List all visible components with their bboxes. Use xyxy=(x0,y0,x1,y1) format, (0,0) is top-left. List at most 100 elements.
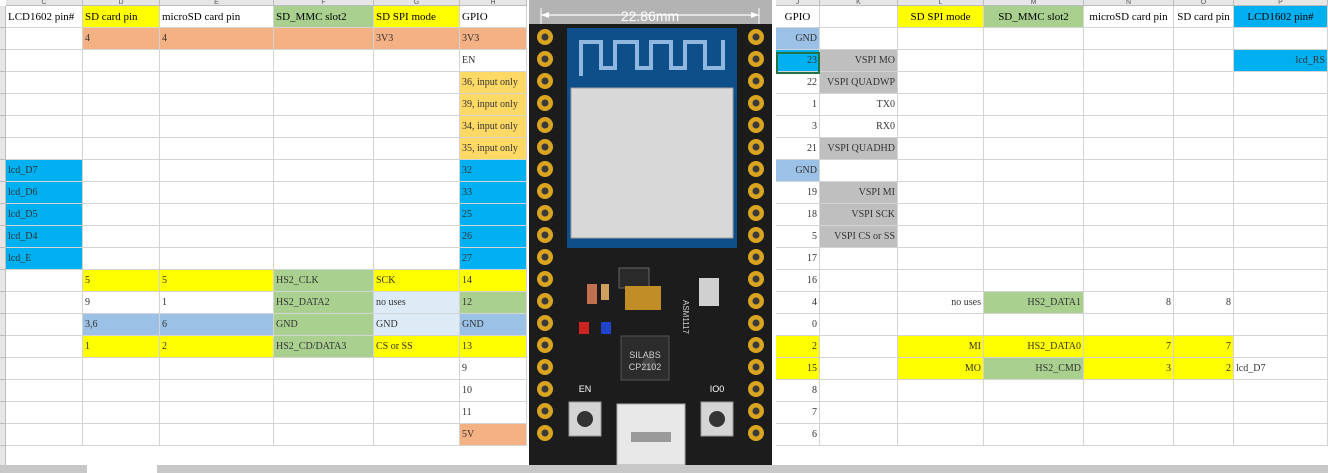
right-table-cell[interactable]: 3 xyxy=(1084,358,1174,380)
right-table-cell[interactable]: 16 xyxy=(776,270,820,292)
right-header-cell[interactable]: GPIO xyxy=(776,6,820,28)
left-table-cell[interactable]: 1 xyxy=(160,292,274,314)
right-table-cell[interactable] xyxy=(1084,94,1174,116)
row-header[interactable] xyxy=(0,182,6,204)
left-table-cell[interactable] xyxy=(6,270,83,292)
right-header-cell[interactable]: microSD card pin xyxy=(1084,6,1174,28)
right-table-cell[interactable]: VSPI SCK xyxy=(820,204,898,226)
left-table-cell[interactable] xyxy=(274,380,374,402)
row-header[interactable] xyxy=(0,380,6,402)
right-table-cell[interactable] xyxy=(820,160,898,182)
right-table-cell[interactable]: 7 xyxy=(1084,336,1174,358)
right-table-cell[interactable]: lcd_RS xyxy=(1234,50,1328,72)
column-letter-f[interactable]: F xyxy=(274,0,374,6)
right-table-cell[interactable]: 23 xyxy=(776,50,820,72)
left-table-cell[interactable]: 3V3 xyxy=(374,28,460,50)
right-table-cell[interactable] xyxy=(1234,226,1328,248)
right-table-cell[interactable] xyxy=(1084,402,1174,424)
row-header[interactable] xyxy=(0,314,6,336)
left-table-cell[interactable]: GND xyxy=(374,314,460,336)
row-header[interactable] xyxy=(0,402,6,424)
right-table-cell[interactable] xyxy=(984,314,1084,336)
right-table-cell[interactable] xyxy=(820,270,898,292)
row-header[interactable] xyxy=(0,336,6,358)
left-table-cell[interactable] xyxy=(6,116,83,138)
row-header[interactable] xyxy=(0,248,6,270)
right-table-cell[interactable] xyxy=(898,160,984,182)
left-table-cell[interactable] xyxy=(6,314,83,336)
right-table-cell[interactable]: MO xyxy=(898,358,984,380)
right-table-cell[interactable]: HS2_DATA0 xyxy=(984,336,1084,358)
left-table-cell[interactable] xyxy=(274,204,374,226)
right-table-cell[interactable]: 5 xyxy=(776,226,820,248)
right-table-cell[interactable] xyxy=(820,28,898,50)
right-table-cell[interactable] xyxy=(1234,424,1328,446)
left-table-cell[interactable]: GND xyxy=(460,314,527,336)
right-table-cell[interactable] xyxy=(898,138,984,160)
left-table-cell[interactable]: 34, input only xyxy=(460,116,527,138)
row-header[interactable] xyxy=(0,424,6,446)
left-table-cell[interactable] xyxy=(160,204,274,226)
right-table-cell[interactable]: HS2_CMD xyxy=(984,358,1084,380)
row-header[interactable] xyxy=(0,270,6,292)
right-table-cell[interactable]: 1 xyxy=(776,94,820,116)
left-table-cell[interactable] xyxy=(374,380,460,402)
right-table-cell[interactable]: 7 xyxy=(1174,336,1234,358)
left-table-cell[interactable] xyxy=(274,50,374,72)
left-table-cell[interactable] xyxy=(160,248,274,270)
right-table-cell[interactable] xyxy=(1084,138,1174,160)
right-table-cell[interactable] xyxy=(1234,402,1328,424)
left-header-cell[interactable]: GPIO xyxy=(460,6,527,28)
row-header[interactable] xyxy=(0,138,6,160)
left-table-cell[interactable]: HS2_CD/DATA3 xyxy=(274,336,374,358)
left-table-cell[interactable]: 4 xyxy=(83,28,160,50)
left-table-cell[interactable] xyxy=(6,424,83,446)
row-header[interactable] xyxy=(0,50,6,72)
right-table-cell[interactable]: VSPI QUADHD xyxy=(820,138,898,160)
right-table-cell[interactable] xyxy=(984,402,1084,424)
left-table-cell[interactable] xyxy=(6,292,83,314)
right-table-cell[interactable] xyxy=(1174,116,1234,138)
right-table-cell[interactable] xyxy=(1234,380,1328,402)
right-table-cell[interactable]: lcd_D7 xyxy=(1234,358,1328,380)
left-table-cell[interactable] xyxy=(83,116,160,138)
right-table-cell[interactable] xyxy=(1084,182,1174,204)
left-table-cell[interactable]: 12 xyxy=(460,292,527,314)
right-table-cell[interactable] xyxy=(984,248,1084,270)
right-table-cell[interactable] xyxy=(898,204,984,226)
left-header-cell[interactable]: SD card pin xyxy=(83,6,160,28)
left-table-cell[interactable] xyxy=(374,72,460,94)
left-table-cell[interactable] xyxy=(374,138,460,160)
right-table-cell[interactable] xyxy=(898,72,984,94)
right-table-cell[interactable] xyxy=(898,28,984,50)
left-table-cell[interactable]: CS or SS xyxy=(374,336,460,358)
right-table-cell[interactable] xyxy=(898,424,984,446)
right-table-cell[interactable] xyxy=(898,402,984,424)
left-table-cell[interactable] xyxy=(374,204,460,226)
right-table-cell[interactable]: 4 xyxy=(776,292,820,314)
column-letter-n[interactable]: N xyxy=(1084,0,1174,6)
right-table-cell[interactable] xyxy=(1234,94,1328,116)
right-table-cell[interactable] xyxy=(1234,72,1328,94)
column-letter-h[interactable]: H xyxy=(460,0,527,6)
right-table-cell[interactable] xyxy=(1234,28,1328,50)
right-table-cell[interactable]: 7 xyxy=(776,402,820,424)
row-header[interactable] xyxy=(0,116,6,138)
right-table-cell[interactable] xyxy=(1084,28,1174,50)
left-table-cell[interactable]: 5V xyxy=(460,424,527,446)
left-table-cell[interactable] xyxy=(160,380,274,402)
right-table-cell[interactable] xyxy=(820,358,898,380)
row-header[interactable] xyxy=(0,160,6,182)
row-header[interactable] xyxy=(0,6,6,28)
left-table-cell[interactable]: 11 xyxy=(460,402,527,424)
column-letter-l[interactable]: L xyxy=(898,0,984,6)
right-table-cell[interactable] xyxy=(1234,204,1328,226)
left-table-cell[interactable] xyxy=(274,182,374,204)
left-table-cell[interactable]: 33 xyxy=(460,182,527,204)
left-table-cell[interactable] xyxy=(274,248,374,270)
right-table-cell[interactable] xyxy=(898,314,984,336)
left-table-cell[interactable] xyxy=(6,50,83,72)
left-table-cell[interactable] xyxy=(374,50,460,72)
left-table-cell[interactable] xyxy=(374,116,460,138)
